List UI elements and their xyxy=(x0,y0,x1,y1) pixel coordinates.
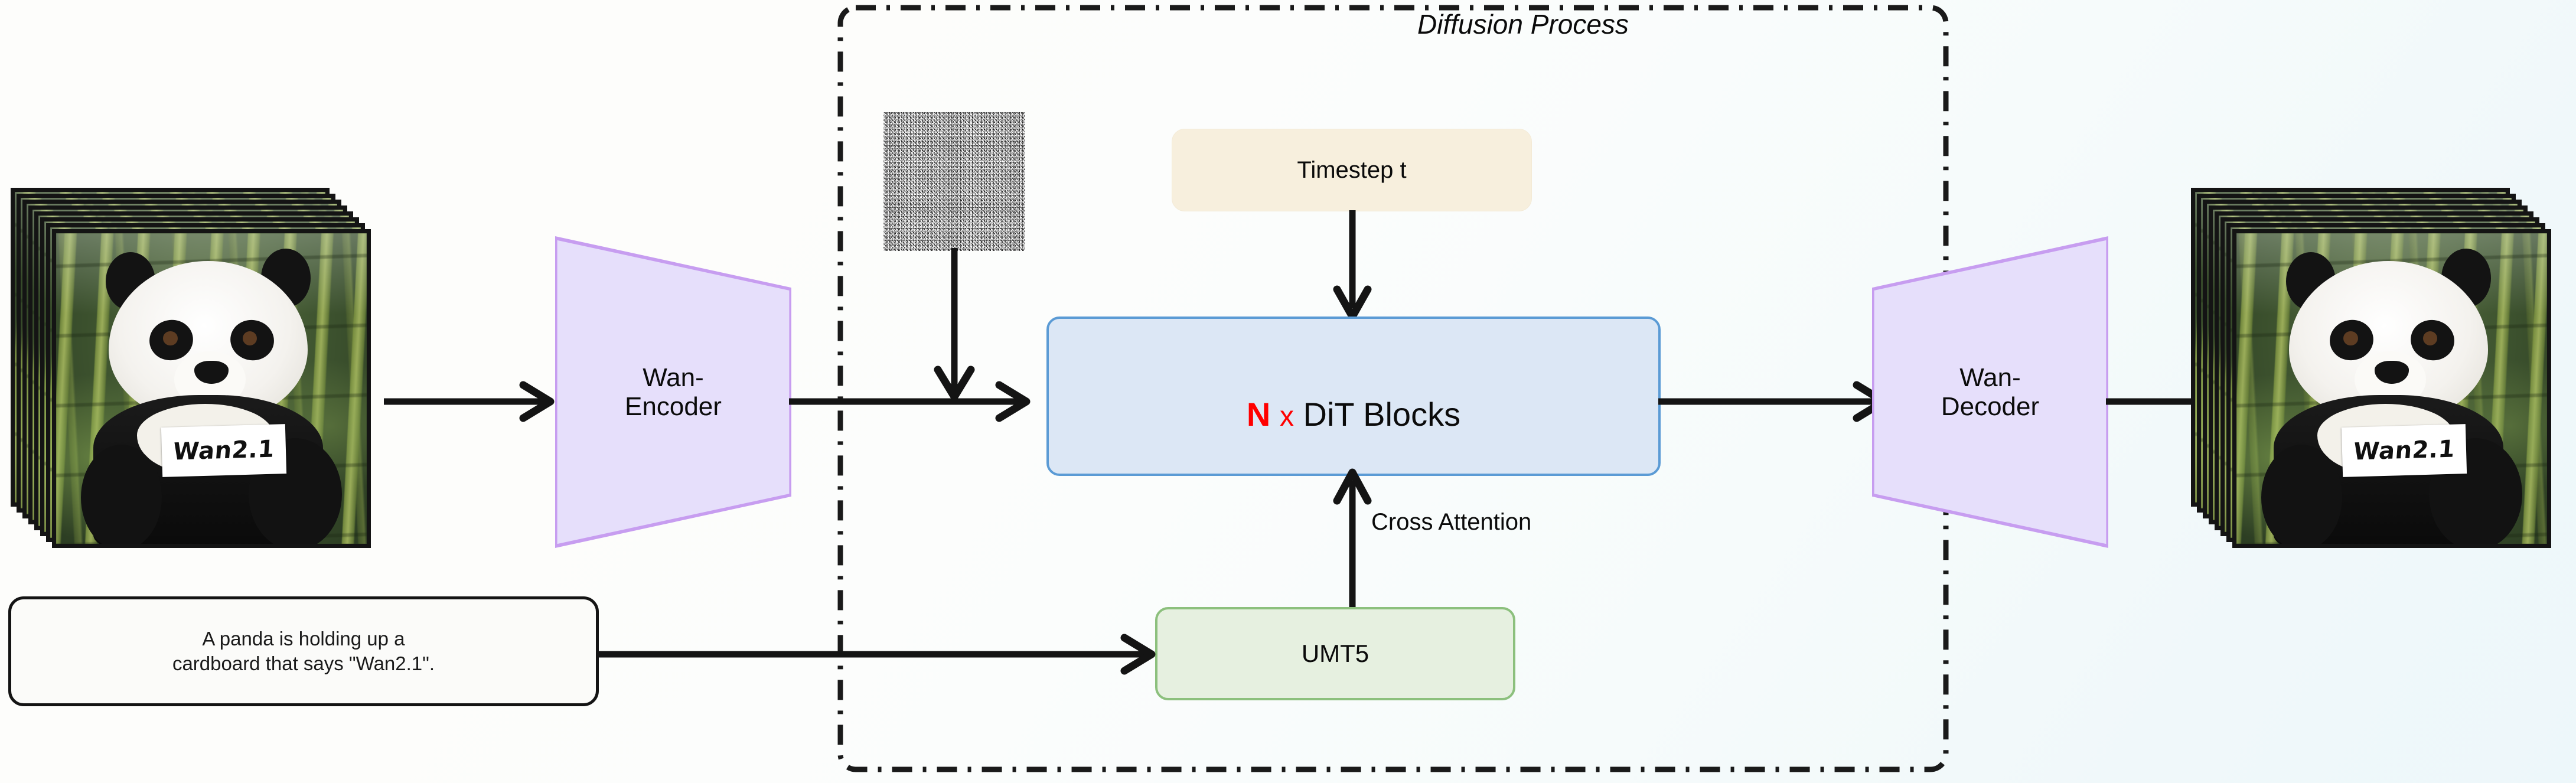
cardboard-sign: Wan2.1 xyxy=(2341,424,2467,478)
diffusion-process-label: Diffusion Process xyxy=(1417,9,1629,40)
arrow-umt5-to-dit xyxy=(1329,468,1376,608)
arrow-frames-to-encoder xyxy=(384,378,561,425)
timestep-node[interactable]: Timestep t xyxy=(1172,129,1532,211)
arrow-timestep-to-dit xyxy=(1329,210,1376,322)
text-prompt-value: A panda is holding up a cardboard that s… xyxy=(172,627,435,674)
dit-blocks-text: DiT Blocks xyxy=(1303,396,1461,433)
sign-text: Wan2.1 xyxy=(2352,435,2456,466)
input-video-frames: Wan2.1 xyxy=(11,188,383,566)
timestep-label: Timestep t xyxy=(1297,156,1407,183)
arrow-noise-to-dit xyxy=(931,248,978,403)
cross-attention-label: Cross Attention xyxy=(1371,509,1532,535)
panda-illustration: Wan2.1 xyxy=(56,233,367,544)
diffusion-process-group xyxy=(837,5,1949,772)
arrow-dit-to-decoder xyxy=(1658,378,1894,425)
dit-blocks-label: N x DiT Blocks xyxy=(1247,359,1460,433)
wan-encoder-label: Wan- Encoder xyxy=(625,363,722,421)
gaussian-noise-patch xyxy=(883,112,1025,251)
panda-illustration: Wan2.1 xyxy=(2236,233,2547,544)
text-prompt-box[interactable]: A panda is holding up a cardboard that s… xyxy=(8,596,599,706)
output-video-frames: Wan2.1 xyxy=(2191,188,2563,566)
cardboard-sign: Wan2.1 xyxy=(161,424,287,478)
wan-decoder-label: Wan- Decoder xyxy=(1941,363,2040,421)
frame-layer-top: Wan2.1 xyxy=(52,229,371,548)
dit-x-symbol: x xyxy=(1279,401,1294,432)
umt5-node[interactable]: UMT5 xyxy=(1155,607,1515,700)
frame-layer-top: Wan2.1 xyxy=(2232,229,2551,548)
umt5-label: UMT5 xyxy=(1301,640,1369,668)
arrow-encoder-to-dit xyxy=(789,378,1037,425)
arrow-prompt-to-umt5 xyxy=(596,631,1163,678)
wan-decoder-node[interactable]: Wan- Decoder xyxy=(1872,236,2108,548)
sign-text: Wan2.1 xyxy=(172,435,276,466)
dit-n-multiplier: N xyxy=(1246,396,1271,433)
wan-encoder-node[interactable]: Wan- Encoder xyxy=(555,236,791,548)
dit-blocks-node[interactable]: N x DiT Blocks xyxy=(1046,317,1661,476)
